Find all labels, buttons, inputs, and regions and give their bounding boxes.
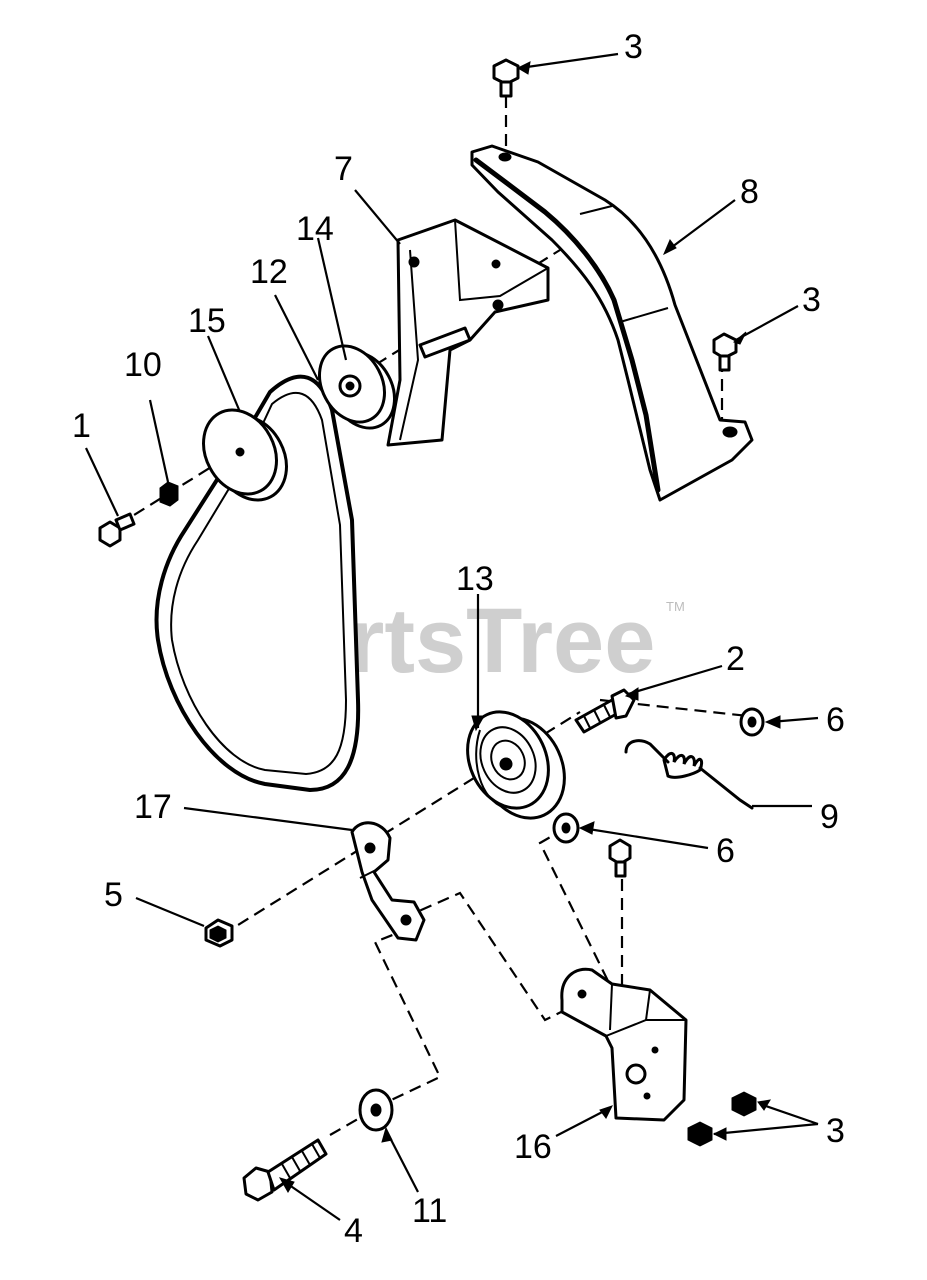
long-bolt [242,1138,328,1202]
callout-8: 8 [740,173,759,211]
callout-16: 16 [514,1128,552,1166]
leader-arrowheads [278,61,781,1193]
washer-flat [358,1088,394,1132]
nut-hex [204,918,234,948]
spring [624,739,754,810]
bolt-top [492,58,520,98]
pulley-small [318,344,396,430]
callout-1: 1 [72,407,91,445]
idler-bracket [386,218,550,447]
idler-arm [350,821,426,942]
callout-15: 15 [188,302,226,340]
washer-lower [552,812,580,844]
nut-small [159,481,179,507]
callout-2: 2 [726,640,745,678]
callout-3-bracket: 3 [826,1112,845,1150]
callout-4: 4 [344,1212,363,1250]
idler-pulley [466,710,566,820]
callout-6-upper: 6 [826,701,845,739]
callout-12: 12 [250,253,288,291]
callout-7: 7 [334,150,353,188]
shoulder-bolt [574,688,636,734]
pulley-large [202,408,288,502]
belt-guard [470,144,754,502]
callout-labels: 3 8 7 14 12 15 10 1 3 13 2 6 9 6 17 5 3 … [72,28,845,1250]
bolt-bracket-vertical [608,838,632,878]
bolt-right [712,332,738,372]
callout-5: 5 [104,876,123,914]
callout-17: 17 [134,788,172,826]
bolt-bracket-lower [687,1091,757,1147]
callout-6-lower: 6 [716,832,735,870]
callout-3-top: 3 [624,28,643,66]
leader-lines [85,52,819,1221]
callout-13: 13 [456,560,494,598]
callout-10: 10 [124,346,162,384]
callout-11: 11 [412,1192,447,1230]
bolt-short [98,512,136,548]
callout-14: 14 [296,210,334,248]
mounting-bracket [560,967,688,1122]
callout-3-right: 3 [802,281,821,319]
callout-9: 9 [820,798,839,836]
watermark-trademark: TM [666,599,685,614]
washer-upper [739,707,765,737]
